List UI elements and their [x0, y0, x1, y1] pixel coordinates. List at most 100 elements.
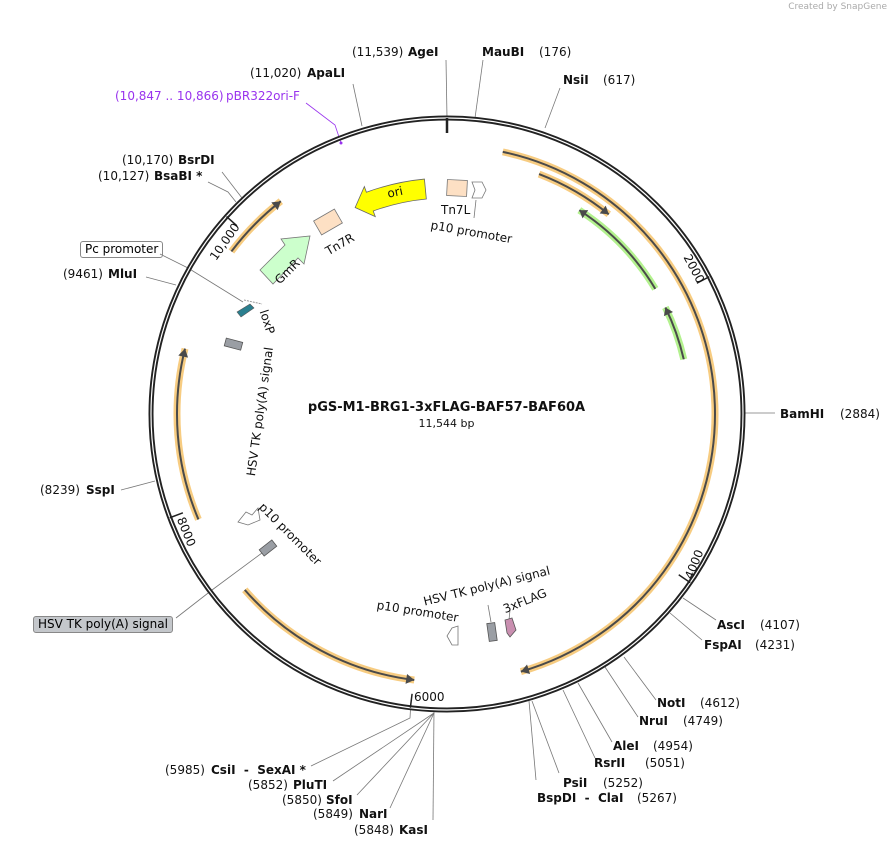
hsv-tk-polya-left[interactable] [223, 337, 244, 351]
enzyme-noti[interactable]: NotI [657, 696, 686, 710]
tn7r-feature[interactable] [313, 208, 343, 236]
leader-apaLI [352, 83, 363, 127]
leader-primer [305, 102, 342, 144]
feature-arc-2[interactable] [537, 170, 611, 218]
enzyme-apali[interactable]: ApaLI [307, 66, 346, 80]
enzyme-sfoi[interactable]: SfoI [326, 793, 353, 807]
primer-label[interactable]: pBR322ori-F [226, 89, 300, 103]
leader-nruI [604, 666, 639, 718]
leader-pluTI [332, 712, 435, 782]
enzyme-agei[interactable]: AgeI [408, 45, 439, 59]
leader-pc-promoter [159, 253, 244, 303]
enzyme-nari[interactable]: NarI [359, 807, 388, 821]
arc-arrowhead [178, 348, 189, 358]
enzyme-position-psii: (5252) [603, 776, 643, 790]
feature-arc-4[interactable] [662, 305, 688, 361]
hsv-tk-polya-left2[interactable] [258, 539, 278, 557]
enzyme-position-maubi: (176) [539, 45, 572, 59]
enzyme-nrui[interactable]: NruI [639, 714, 668, 728]
enzyme-position-alei: (4954) [653, 739, 693, 753]
enzyme-fspai[interactable]: FspAI [704, 638, 742, 652]
enzyme-mlui[interactable]: MluI [108, 267, 138, 281]
enzyme-position-nari: (5849) [313, 807, 353, 821]
enzyme-asci[interactable]: AscI [717, 618, 746, 632]
tick-2000 [696, 276, 710, 284]
tick-4000 [678, 574, 691, 584]
enzyme-position-sspi: (8239) [40, 483, 80, 497]
arc-line [578, 209, 657, 290]
arc-line [176, 348, 200, 520]
p10-promoter-bottom-arrow[interactable] [446, 625, 459, 646]
enzyme-maubi[interactable]: MauBI [482, 45, 525, 59]
enzyme-position-fspai: (4231) [755, 638, 795, 652]
enzyme-position-asci: (4107) [760, 618, 800, 632]
ori-feature-arrow[interactable] [354, 178, 427, 218]
leader-aleI [577, 682, 613, 743]
arc-arrowhead [271, 201, 281, 211]
enzyme-bsabi[interactable]: BsaBI * [154, 169, 203, 183]
hsv-tk-callout[interactable]: HSV TK poly(A) signal [33, 616, 173, 633]
tick-10000 [226, 215, 238, 227]
leader-maubI [474, 59, 484, 119]
enzyme-kasi[interactable]: KasI [399, 823, 429, 837]
leader-sfoI [356, 712, 435, 796]
leader-kasI [432, 709, 435, 821]
pc-promoter-callout[interactable]: Pc promoter [80, 241, 164, 258]
enzyme-position-csii: (5985) [165, 763, 205, 777]
3xflag-feature[interactable] [504, 617, 517, 638]
enzyme-position-noti: (4612) [700, 696, 740, 710]
hsv-tk-polya-bottom[interactable] [486, 622, 498, 642]
enzyme-position-nrui: (4749) [683, 714, 723, 728]
enzyme-alei[interactable]: AleI [613, 739, 640, 753]
enzyme-position-pluti: (5852) [248, 778, 288, 792]
arc-line [244, 589, 415, 681]
tick-8000 [169, 512, 184, 519]
arc-arrowhead [579, 210, 589, 219]
enzyme-position-bamhi: (2884) [840, 407, 880, 421]
enzyme-psii[interactable]: PsiI [563, 776, 588, 790]
arc-arrowhead [663, 307, 674, 317]
enzyme-csii[interactable]: CsiI - SexAI * [211, 763, 306, 777]
feature-arc-5[interactable] [242, 587, 415, 684]
enzyme-sspi[interactable]: SspI [86, 483, 115, 497]
feature-arc-7[interactable] [228, 198, 283, 254]
enzyme-bamhi[interactable]: BamHI [780, 407, 825, 421]
plasmid-size: 11,544 bp [418, 417, 475, 430]
p10-promoter-top-arrow[interactable] [471, 181, 487, 199]
enzyme-bsrdi[interactable]: BsrDI [178, 153, 215, 167]
primer-marker [339, 141, 343, 145]
tn7l-feature[interactable] [446, 179, 468, 197]
leader-fspAI [669, 612, 703, 641]
arc-arrowhead [599, 205, 609, 215]
leader-mluI [145, 276, 177, 286]
enzyme-position-nsii: (617) [603, 73, 636, 87]
enzyme-bspdi[interactable]: BspDI - ClaI [537, 791, 624, 805]
enzyme-position-kasi: (5848) [354, 823, 394, 837]
leader-flag [508, 609, 511, 621]
snapgene-watermark: Created by SnapGene [788, 2, 887, 12]
leader-psiI [528, 700, 537, 781]
leader-bsaBI [207, 181, 237, 203]
arc-halo [577, 207, 659, 291]
loxp-feature[interactable] [236, 299, 263, 318]
arc-arrowhead [520, 664, 531, 675]
enzyme-nsii[interactable]: NsiI [563, 73, 589, 87]
enzyme-rsrii[interactable]: RsrII [594, 756, 626, 770]
leader-narI [389, 712, 435, 809]
feature-arc-1[interactable] [502, 148, 719, 675]
gmr-feature-arrow[interactable] [259, 235, 311, 285]
enzyme-pluti[interactable]: PluTI [293, 778, 328, 792]
leader-p10-top [473, 199, 477, 219]
arc-line [502, 150, 716, 673]
enzyme-position-bsabi: (10,127) [98, 169, 150, 183]
leader-rsrII [562, 689, 596, 759]
feature-arc-6[interactable] [173, 347, 202, 521]
tick-6000 [409, 693, 413, 708]
leader-ageI [445, 59, 448, 119]
leader-bspDI [531, 700, 560, 774]
p10-promoter-left-arrow[interactable] [237, 507, 261, 526]
leader-csiI [310, 699, 412, 767]
enzyme-position-bsrdi: (10,170) [122, 153, 174, 167]
leader-sspI [120, 480, 156, 491]
feature-arc-3[interactable] [577, 207, 659, 291]
